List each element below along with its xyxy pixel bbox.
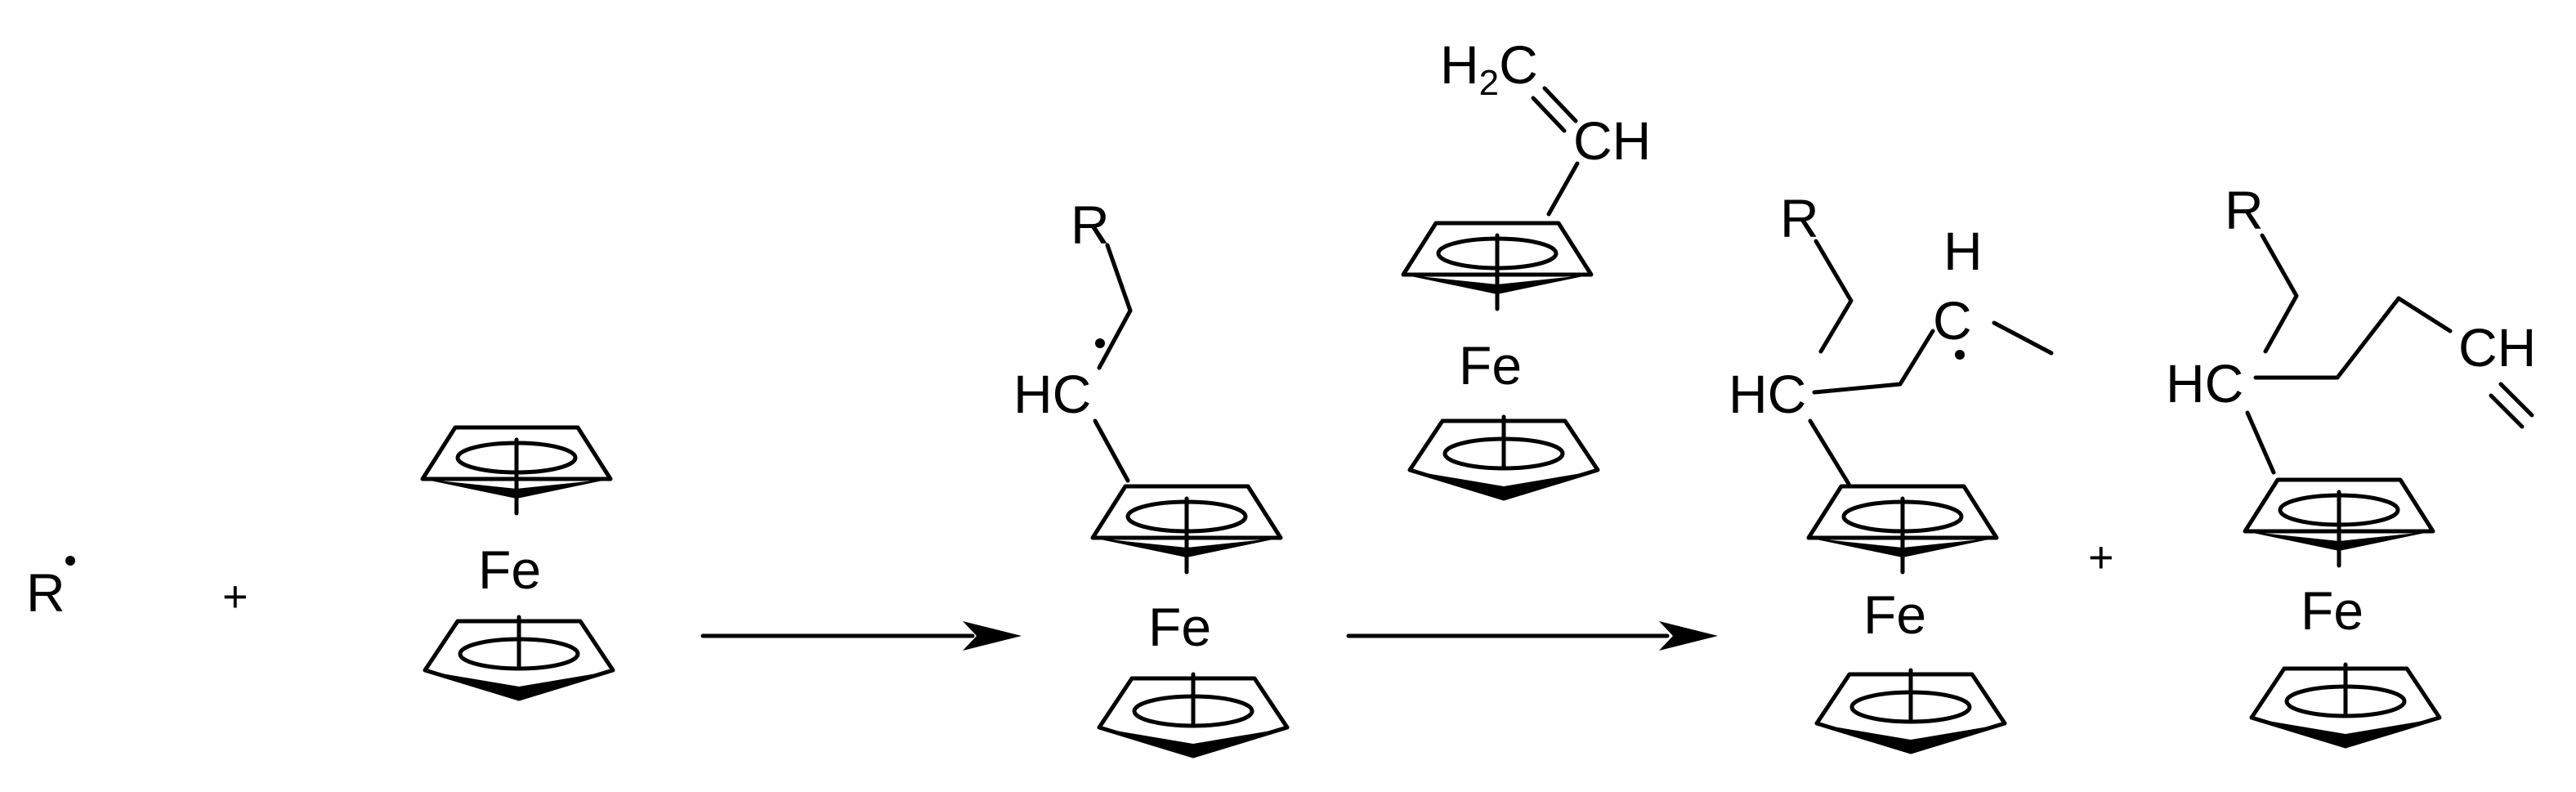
cp-ring-bottom — [1410, 417, 1598, 499]
fe-label-2: Fe — [1148, 597, 1211, 657]
r-label-3: R — [1780, 188, 1819, 248]
hc-radical-label: HC — [1013, 364, 1091, 424]
intermediate-1: R HC Fe — [1013, 195, 1287, 756]
ring-bond — [1808, 418, 1851, 486]
radical-dot — [1095, 338, 1105, 348]
cp-ring-top — [1093, 486, 1281, 572]
r-label: R — [26, 562, 65, 623]
terminal-double-bond — [2498, 382, 2534, 418]
radical-c-label: C — [1933, 290, 1972, 351]
r-radical: R — [26, 556, 75, 623]
cp-ring-bottom — [425, 617, 613, 699]
intermediate-2: R HC H C Fe — [1729, 188, 2054, 752]
fe-label-3: Fe — [1459, 335, 1522, 396]
vinyl-double-bond — [1542, 86, 1578, 123]
radical-dot — [1955, 350, 1965, 360]
reaction-arrow-1 — [700, 621, 1022, 651]
hc-label: HC — [2166, 353, 2243, 414]
ch-label: CH — [1573, 110, 1651, 171]
product: R HC CH Fe — [2166, 180, 2536, 746]
ring-bond — [1093, 418, 1130, 483]
alkyl-bond — [1813, 239, 1854, 354]
alkyl-bond — [1097, 243, 1133, 370]
fe-label-5: Fe — [2301, 580, 2364, 641]
cp-ring-bottom — [2252, 664, 2440, 746]
fe-label-4: Fe — [1863, 584, 1926, 645]
chain-bond — [2253, 296, 2453, 380]
r-label-4: R — [2225, 180, 2264, 240]
radical-h-label: H — [1943, 221, 1983, 281]
cp-ring-top — [1403, 223, 1591, 309]
reaction-arrow-2 — [1346, 621, 1718, 651]
cp-ring-top — [1809, 486, 1997, 572]
fe-label-1: Fe — [478, 539, 541, 600]
hc-label: HC — [1729, 364, 1806, 424]
plus-sign-1: + — [222, 572, 248, 621]
methyl-bond — [1992, 320, 2054, 356]
ferrocene-reactant: Fe — [423, 427, 613, 699]
ch2-label: H2C — [1440, 34, 1538, 103]
r-label-2: R — [1071, 195, 1110, 255]
cp-ring-bottom — [1099, 674, 1287, 756]
cp-ring-top — [2245, 480, 2433, 566]
cp-ring-bottom — [1817, 670, 2005, 752]
plus-sign-2: + — [2088, 533, 2114, 582]
cp-ring-top — [423, 427, 610, 513]
ch-label: CH — [2458, 317, 2536, 378]
radical-dot — [65, 556, 75, 566]
vinylferrocene: H2C CH Fe — [1403, 34, 1651, 499]
ring-bond — [2245, 410, 2276, 475]
alkyl-bond — [2260, 233, 2299, 354]
ring-bond — [1546, 161, 1580, 217]
chain-bond — [1812, 329, 1935, 395]
